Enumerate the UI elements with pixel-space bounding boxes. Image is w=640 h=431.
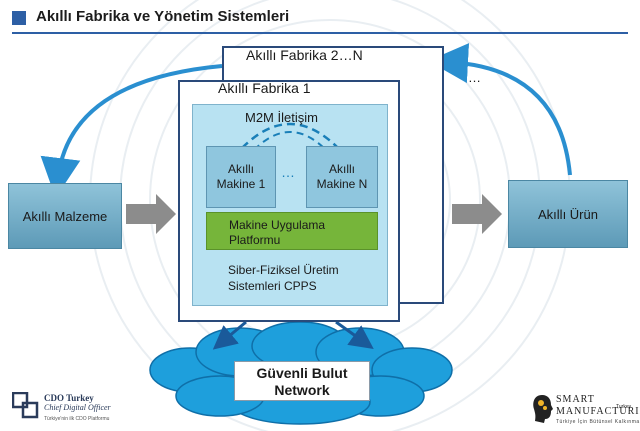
cpps-line1: Siber-Fiziksel Üretim bbox=[228, 263, 339, 277]
sm-tagline: Türkiye İçin Bütünsel Kalkınma bbox=[556, 419, 640, 425]
machine-n-box: Akıllı Makine N bbox=[306, 146, 378, 208]
smart-manufacturing-head-icon bbox=[533, 395, 553, 423]
cloud-line2: Network bbox=[274, 382, 330, 398]
machine-1-line1: Akıllı bbox=[227, 162, 254, 176]
cloud-line1: Güvenli Bulut bbox=[256, 365, 348, 381]
platform-line2: Platformu bbox=[229, 233, 281, 247]
cdo-logo-icon bbox=[12, 392, 39, 419]
smart-material-box: Akıllı Malzeme bbox=[8, 183, 122, 249]
machine-1-line2: Makine 1 bbox=[216, 177, 266, 191]
return-arrow-left bbox=[40, 64, 223, 198]
cpps-label: Siber-Fiziksel Üretim Sistemleri CPPS bbox=[228, 262, 339, 294]
cpps-line2: Sistemleri CPPS bbox=[228, 279, 317, 293]
more-factories-ellipsis: … bbox=[468, 70, 481, 85]
cloud-arrow-right bbox=[335, 320, 374, 349]
title-marker bbox=[12, 11, 26, 25]
smart-product-box: Akıllı Ürün bbox=[508, 180, 628, 248]
page-title: Akıllı Fabrika ve Yönetim Sistemleri bbox=[36, 8, 290, 25]
factory-1-label: Akıllı Fabrika 1 bbox=[218, 80, 311, 96]
smart-product-label: Akıllı Ürün bbox=[538, 206, 598, 222]
smart-material-label: Akıllı Malzeme bbox=[22, 208, 108, 224]
sm-country: Turkey bbox=[616, 404, 632, 410]
m2m-label: M2M İletişim bbox=[245, 110, 318, 125]
return-arrow-right bbox=[428, 43, 572, 176]
cdo-subtitle: Chief Digital Officer bbox=[44, 403, 111, 412]
machine-dots: … bbox=[281, 164, 296, 180]
cloud-arrow-left bbox=[212, 320, 247, 350]
sm-line2: MANUFACTURING bbox=[556, 406, 640, 417]
machine-n-line2: Makine N bbox=[316, 177, 368, 191]
sm-line1: SMART bbox=[556, 394, 595, 405]
cdo-tagline: Türkiye'nin ilk CDO Platformu bbox=[44, 416, 110, 422]
platform-line1: Makine Uygulama bbox=[229, 218, 326, 232]
m2m-arc bbox=[241, 122, 339, 151]
secure-cloud-label: Güvenli Bulut Network bbox=[234, 361, 370, 401]
cdo-name: CDO Turkey bbox=[44, 393, 94, 403]
factory-2-n-label: Akıllı Fabrika 2…N bbox=[246, 47, 363, 63]
machine-1-box: Akıllı Makine 1 bbox=[206, 146, 276, 208]
machine-platform-box: Makine Uygulama Platformu bbox=[206, 212, 378, 250]
output-arrow bbox=[452, 194, 502, 234]
machine-n-line1: Akıllı bbox=[328, 162, 355, 176]
title-divider bbox=[12, 32, 628, 34]
input-arrow bbox=[126, 194, 176, 234]
